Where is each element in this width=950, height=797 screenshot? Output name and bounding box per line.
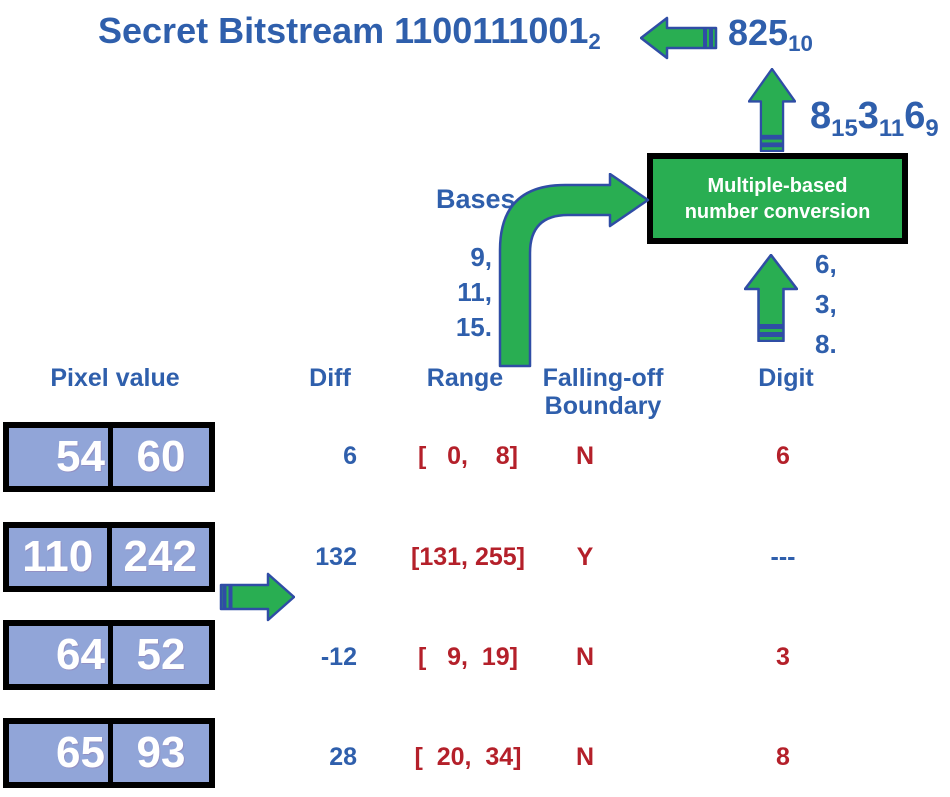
falling-off-flag: N (575, 743, 595, 771)
pixel-pair-box: 64 52 (3, 620, 215, 690)
digit-value: --- (770, 543, 796, 571)
table-row: -12 [ 9, 19] N 3 (0, 632, 950, 682)
diff-value: 132 (315, 543, 357, 571)
secret-bitstream-title: Secret Bitstream 11001110012 (98, 10, 601, 54)
up-arrow-icon (748, 68, 796, 152)
header-diff: Diff (309, 364, 351, 392)
conversion-box: Multiple-based number conversion (647, 153, 908, 244)
pixel-value: 93 (113, 724, 209, 782)
title-base-subscript: 2 (588, 28, 601, 54)
conversion-box-line1: Multiple-based (707, 174, 848, 197)
pixel-pair-box: 65 93 (3, 718, 215, 788)
bases-label: Bases (436, 184, 516, 214)
range-value: [ 9, 19] (417, 643, 519, 671)
conversion-box-line2: number conversion (684, 200, 871, 223)
output-digits: 6, 3, 8. (815, 244, 837, 364)
decimal-text: 825 (728, 12, 789, 53)
mbn-digit: 3 (857, 95, 879, 137)
header-digit: Digit (758, 364, 814, 392)
pixel-value: 242 (111, 528, 209, 586)
digit-value: 8 (776, 743, 790, 771)
multibase-number: 81531169 (810, 95, 939, 142)
decimal-base-subscript: 10 (788, 30, 813, 56)
title-text: Secret Bitstream 1100111001 (98, 10, 589, 51)
mbn-digit: 6 (904, 95, 926, 137)
pixel-value: 60 (113, 428, 209, 486)
table-row: 28 [ 20, 34] N 8 (0, 732, 950, 782)
pixel-value: 52 (113, 626, 209, 684)
pixel-value: 65 (9, 724, 108, 782)
table-row: 132 [131, 255] Y --- (0, 532, 950, 582)
digit-value: 6 (776, 442, 790, 470)
output-digit: 6, (815, 249, 837, 279)
base-value: 9, (470, 242, 492, 272)
falling-off-flag: Y (576, 543, 594, 571)
mbn-base: 9 (925, 114, 939, 142)
table-row: 6 [ 0, 8] N 6 (0, 431, 950, 481)
range-value: [ 20, 34] (414, 743, 522, 771)
base-value: 11, (457, 277, 492, 307)
pixel-value: 54 (9, 428, 108, 486)
diff-value: 6 (343, 442, 357, 470)
falling-off-flag: N (575, 442, 595, 470)
pixel-pair-box: 54 60 (3, 422, 215, 492)
pixel-value: 64 (9, 626, 108, 684)
header-falling-line2: Boundary (544, 392, 662, 420)
falling-off-flag: N (575, 643, 595, 671)
elbow-arrow-icon (498, 173, 650, 368)
range-value: [131, 255] (411, 543, 525, 571)
header-range: Range (426, 364, 504, 392)
decimal-value: 82510 (728, 12, 813, 56)
header-falling-line1: Falling-off (542, 364, 664, 392)
output-digit: 8. (815, 329, 837, 359)
left-arrow-icon (640, 16, 718, 60)
pixel-pair-box: 110 242 (3, 522, 215, 592)
header-falling-off-boundary: Falling-off Boundary (523, 364, 683, 420)
right-arrow-icon (219, 572, 295, 622)
header-pixel-value: Pixel value (50, 364, 180, 392)
output-digit: 3, (815, 289, 837, 319)
range-value: [ 0, 8] (417, 442, 519, 470)
base-value: 15. (455, 312, 492, 342)
digit-value: 3 (776, 643, 790, 671)
mbn-base: 15 (831, 114, 858, 142)
pixel-value: 110 (9, 528, 107, 586)
mbn-base: 11 (878, 114, 905, 142)
diff-value: 28 (329, 743, 357, 771)
up-arrow-icon (744, 254, 798, 342)
diff-value: -12 (320, 643, 357, 671)
bases-values: 9, 11, 15. (420, 240, 492, 345)
mbn-digit: 8 (810, 95, 832, 137)
